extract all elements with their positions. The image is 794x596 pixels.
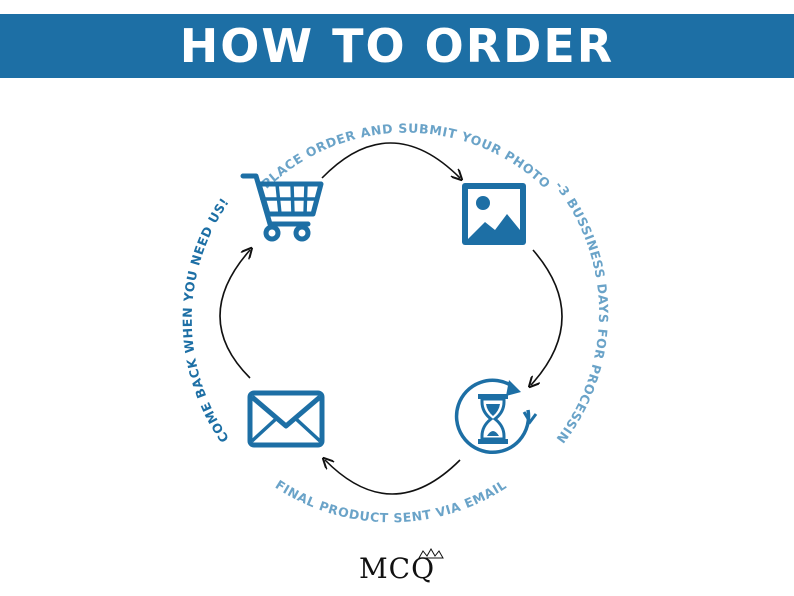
image-icon [462,183,526,245]
step-label-come-back: COME BACK WHEN YOU NEED US! [180,195,232,446]
arrow-processing-to-email [325,460,461,495]
arrow-email-to-cart [219,250,250,379]
arrow-photo-to-processing [531,249,563,385]
header-banner: HOW TO ORDER [0,14,794,78]
mcq-logo: MCQ [345,550,449,590]
step-label-email: FINAL PRODUCT SENT VIA EMAIL [273,477,510,525]
hourglass-icon [454,378,538,455]
logo-crown-icon [418,547,444,559]
shopping-cart-icon [240,173,324,242]
logo-text: MCQ [358,552,436,585]
arrow-cart-to-photo [321,142,460,178]
envelope-icon [247,390,325,448]
step-label-place-order: PLACE ORDER AND SUBMIT YOUR PHOTO [258,121,553,192]
page-title: HOW TO ORDER [179,19,615,73]
